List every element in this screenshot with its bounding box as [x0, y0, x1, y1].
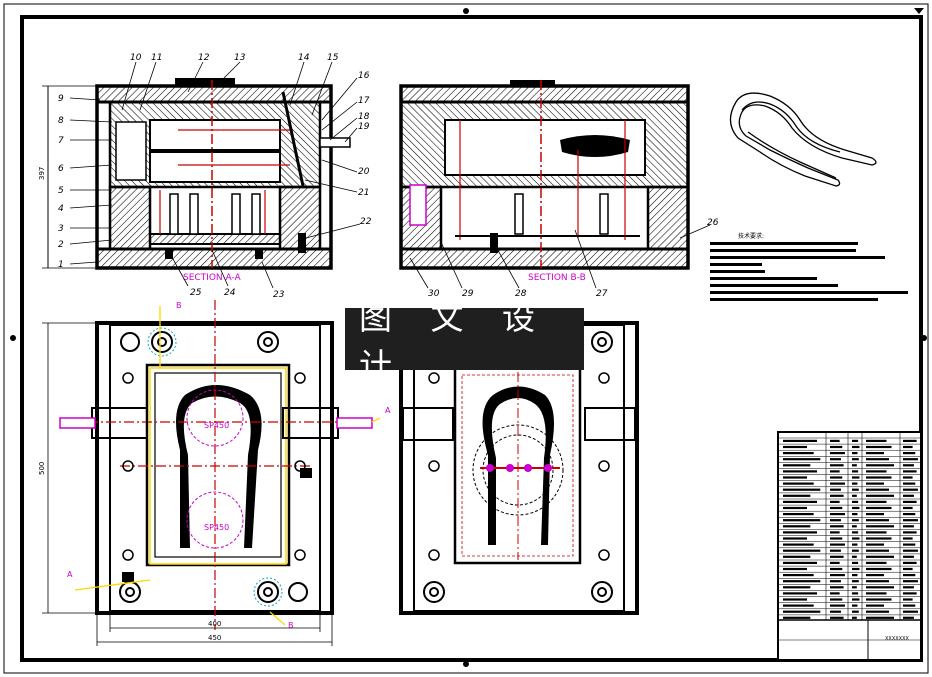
section-b-label: SECTION B-B	[528, 273, 586, 283]
svg-text:A: A	[385, 406, 391, 415]
dim-height-plan: 500	[38, 462, 46, 475]
svg-text:13: 13	[234, 53, 246, 63]
svg-text:16: 16	[358, 71, 370, 81]
tech-requirements-text	[710, 242, 908, 301]
section-cut-lines	[74, 306, 381, 626]
plan-dimensions	[42, 322, 333, 646]
svg-text:24: 24	[224, 288, 236, 298]
plan-view-right	[399, 321, 639, 615]
svg-text:12: 12	[198, 53, 210, 63]
svg-text:3: 3	[58, 224, 64, 234]
part-leaders	[69, 61, 711, 289]
section-marks: B B A A	[67, 301, 391, 630]
svg-text:19: 19	[358, 122, 370, 132]
svg-text:B: B	[176, 301, 182, 310]
section-b-view	[399, 80, 690, 270]
svg-text:A: A	[67, 570, 73, 579]
svg-text:28: 28	[515, 289, 527, 299]
svg-text:17: 17	[358, 96, 370, 106]
svg-text:15: 15	[327, 53, 339, 63]
svg-text:1: 1	[58, 260, 64, 270]
svg-text:2: 2	[58, 240, 64, 250]
svg-text:27: 27	[596, 289, 608, 299]
section-a-view	[95, 78, 351, 270]
svg-text:18: 18	[358, 112, 370, 122]
svg-text:21: 21	[358, 188, 369, 198]
svg-text:29: 29	[462, 289, 474, 299]
svg-text:20: 20	[358, 167, 370, 177]
svg-text:9: 9	[58, 94, 64, 104]
svg-text:23: 23	[273, 290, 285, 300]
dim-width-outer: 450	[208, 634, 221, 642]
svg-text:14: 14	[298, 53, 310, 63]
plan-view-left	[59, 300, 373, 630]
svg-text:4: 4	[58, 204, 64, 214]
frame-ticks	[10, 8, 927, 667]
svg-text:11: 11	[151, 53, 162, 63]
height-dimension: 3 9 7	[38, 85, 97, 269]
svg-text:6: 6	[58, 164, 64, 174]
svg-text:7: 7	[58, 136, 64, 146]
cavity-label-1: SP450	[204, 421, 229, 430]
title-block-code: XXXXXXX	[885, 636, 910, 642]
part-isometric	[729, 92, 877, 187]
svg-text:22: 22	[360, 217, 372, 227]
dim-width-inner: 400	[208, 620, 221, 628]
tech-requirements-title: 技术要求:	[738, 232, 764, 240]
svg-text:25: 25	[190, 288, 202, 298]
cavity-label-2: SP450	[204, 523, 229, 532]
bom-table	[777, 431, 922, 661]
svg-text:8: 8	[58, 116, 64, 126]
svg-text:B: B	[288, 621, 294, 630]
svg-text:10: 10	[130, 53, 142, 63]
watermark-banner: 图 文 设 计	[345, 298, 584, 385]
watermark-text: 图 文 设 计	[359, 298, 549, 385]
svg-text:26: 26	[707, 218, 719, 228]
svg-text:30: 30	[428, 289, 440, 299]
svg-text:397: 397	[38, 167, 46, 180]
part-numbers: 1 2 3 4 5 6 7 8 9 10 11 12 13 14 15 16 1…	[58, 53, 719, 300]
outer-frame	[3, 3, 929, 674]
inner-frame	[20, 15, 923, 662]
svg-text:5: 5	[58, 186, 64, 196]
section-a-label: SECTION A-A	[183, 273, 242, 283]
